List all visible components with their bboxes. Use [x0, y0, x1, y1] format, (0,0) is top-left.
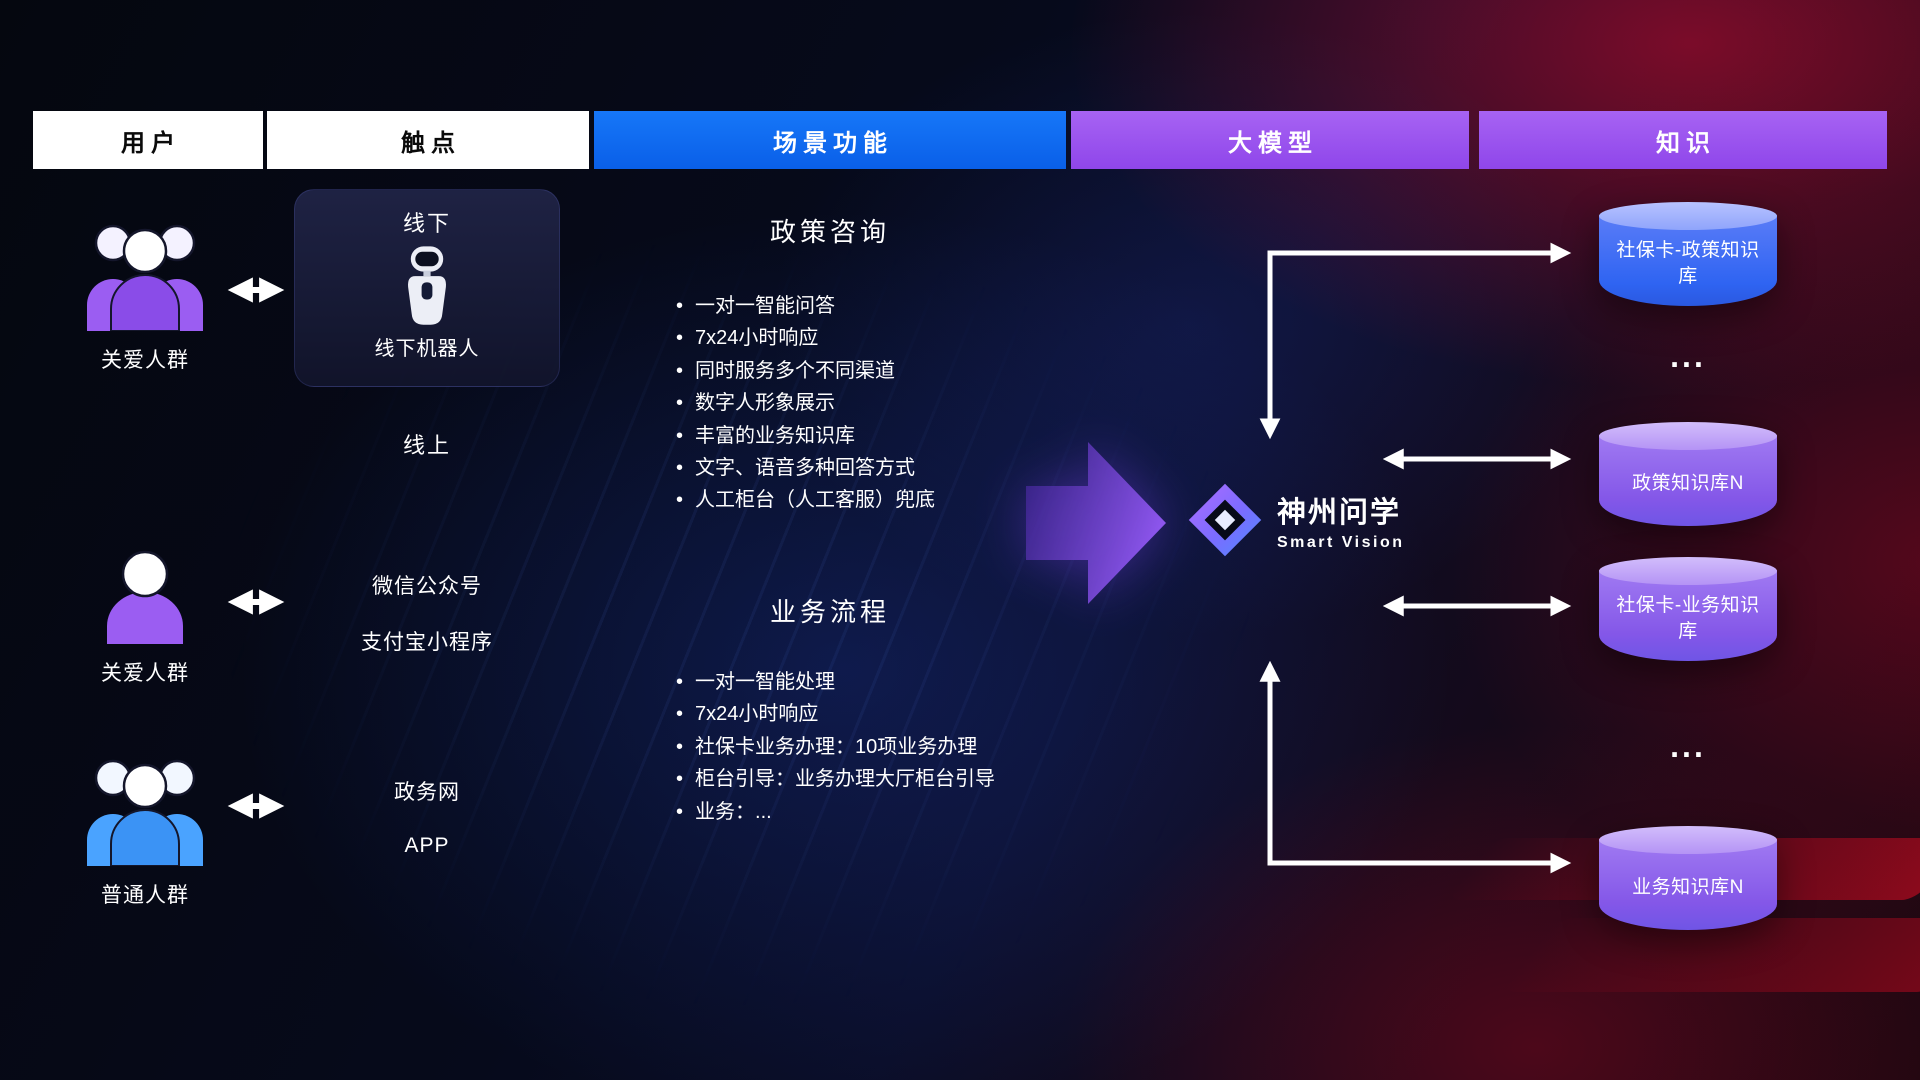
user-group-care-1: 关爱人群: [70, 213, 220, 374]
user-group-general: 普通人群: [60, 748, 230, 909]
list-item: 一对一智能问答: [676, 290, 1166, 322]
column-header-users: 用户: [33, 111, 263, 169]
knowledge-db-cylinder: 业务知识库N: [1599, 826, 1777, 930]
model-subtitle: Smart Vision: [1277, 533, 1405, 551]
list-item: 7x24小时响应: [676, 698, 1166, 730]
ellipsis: ...: [1670, 728, 1706, 764]
channel-gov-web: 政务网: [394, 781, 460, 804]
arrow-model-db1: [1259, 242, 1572, 440]
list-item: 柜台引导：业务办理大厅柜台引导: [676, 763, 1166, 795]
person-icon: [107, 550, 183, 644]
knowledge-db-label: 业务知识库N: [1632, 877, 1744, 899]
business-feature-list: 一对一智能处理 7x24小时响应 社保卡业务办理：10项业务办理 柜台引导：业务…: [676, 666, 1166, 828]
cylinder-top: [1599, 557, 1777, 585]
list-item: 文字、语音多种回答方式: [676, 452, 1166, 484]
column-header-touchpoints: 触点: [267, 111, 589, 169]
cylinder-top: [1599, 422, 1777, 450]
online-title: 线上: [402, 433, 451, 458]
policy-consult-title: 政策咨询: [769, 217, 890, 247]
column-header-model: 大模型: [1071, 111, 1469, 169]
user-group-label: 关爱人群: [101, 349, 189, 372]
channel-app: APP: [404, 834, 450, 857]
arrow-model-db4: [1259, 660, 1572, 874]
model-name: 神州问学: [1277, 496, 1402, 529]
business-process-title: 业务流程: [769, 597, 890, 627]
list-item: 7x24小时响应: [676, 322, 1166, 354]
flow-arrow: [1026, 442, 1166, 604]
smart-vision-logo-icon: [1188, 483, 1262, 557]
policy-feature-list: 一对一智能问答 7x24小时响应 同时服务多个不同渠道 数字人形象展示 丰富的业…: [676, 290, 1166, 517]
model-logo-block: 神州问学 Smart Vision: [1186, 481, 1405, 559]
list-item: 社保卡业务办理：10项业务办理: [676, 731, 1166, 763]
offline-robot-label: 线下机器人: [374, 338, 480, 360]
list-item: 数字人形象展示: [676, 387, 1166, 419]
knowledge-db-cylinder: 社保卡-政策知识库: [1599, 202, 1777, 306]
channel-wechat: 微信公众号: [372, 575, 482, 598]
user-group-care-2: 关爱人群: [85, 548, 205, 687]
knowledge-db-cylinder: 社保卡-业务知识库: [1599, 557, 1777, 661]
list-item: 丰富的业务知识库: [676, 420, 1166, 452]
knowledge-db-label: 社保卡-业务知识库: [1616, 595, 1760, 642]
cylinder-top: [1599, 826, 1777, 854]
offline-robot-icon: [408, 246, 446, 325]
list-item: 一对一智能处理: [676, 666, 1166, 698]
ellipsis: ...: [1670, 338, 1706, 374]
knowledge-db-cylinder: 政策知识库N: [1599, 422, 1777, 526]
column-header-scenario: 场景功能: [594, 111, 1066, 169]
list-item: 人工柜台（人工客服）兜底: [676, 484, 1166, 516]
knowledge-db-label: 社保卡-政策知识库: [1616, 240, 1760, 287]
people-group-icon: [87, 759, 203, 867]
column-header-knowledge: 知识: [1479, 111, 1887, 169]
channel-alipay: 支付宝小程序: [361, 631, 493, 654]
knowledge-db-label: 政策知识库N: [1632, 473, 1744, 495]
user-group-label: 普通人群: [101, 884, 189, 907]
people-group-icon: [87, 224, 203, 332]
list-item: 业务：...: [676, 796, 1166, 828]
user-group-label: 关爱人群: [101, 662, 189, 685]
offline-title: 线下: [402, 211, 451, 236]
offline-touchpoint-card: 线下 线下机器人: [294, 189, 560, 387]
list-item: 同时服务多个不同渠道: [676, 355, 1166, 387]
cylinder-top: [1599, 202, 1777, 230]
